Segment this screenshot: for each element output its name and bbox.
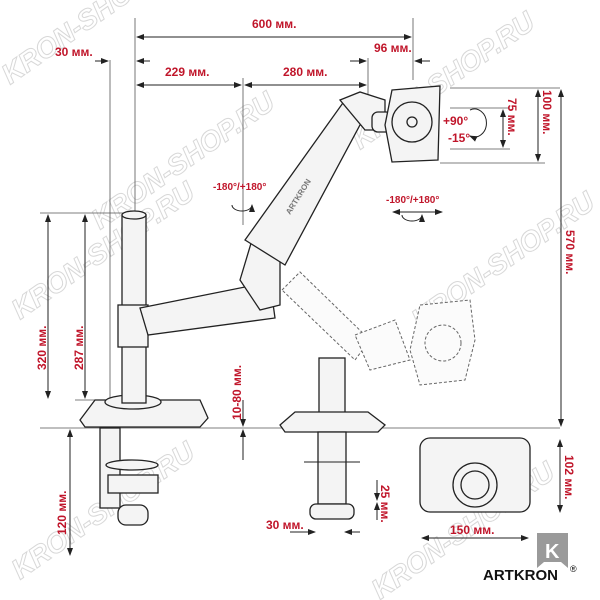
label-vesa-75: 75 мм. (505, 98, 519, 136)
label-tilt-down: -15° (448, 131, 470, 145)
label-base-depth: 102 мм. (562, 455, 576, 499)
clamp-front-view (279, 357, 386, 520)
monitor-arm-stand: ARTKRON (79, 85, 487, 428)
label-vesa-100: 100 мм. (540, 90, 554, 134)
label-swivel-head: -180°/+180° (386, 195, 439, 206)
label-arm-height: 287 мм. (72, 326, 86, 370)
label-clamp-pad: 25 мм. (378, 485, 392, 523)
svg-text:KRON-SHOP.RU: KRON-SHOP.RU (0, 0, 191, 90)
label-clamp-width: 30 мм. (266, 518, 304, 532)
dimension-labels: 600 мм. 30 мм. 229 мм. 280 мм. 96 мм. 75… (35, 17, 577, 537)
label-pole-height: 320 мм. (35, 326, 49, 370)
svg-text:K: K (545, 541, 560, 563)
artkron-logo: K ARTKRON ® (483, 533, 577, 584)
clamp-side-view (99, 427, 159, 526)
arm-lowered-position (281, 271, 476, 386)
label-clamp-depth: 120 мм. (55, 491, 69, 535)
label-base-width: 150 мм. (450, 523, 494, 537)
label-first-arm: 229 мм. (165, 65, 209, 79)
base-top-view (419, 437, 531, 513)
label-desk-thickness: 10-80 мм. (230, 365, 244, 420)
label-pole-offset: 30 мм. (55, 45, 93, 59)
label-second-arm: 280 мм. (283, 65, 327, 79)
label-head-depth: 96 мм. (374, 41, 412, 55)
label-max-height: 570 мм. (563, 230, 577, 274)
brand-name: ARTKRON (483, 567, 558, 584)
registered-mark: ® (570, 564, 577, 574)
label-tilt-up: +90° (443, 114, 468, 128)
label-swivel-arm: -180°/+180° (213, 182, 266, 193)
label-total-reach: 600 мм. (252, 17, 296, 31)
dimension-arrows (45, 34, 564, 556)
